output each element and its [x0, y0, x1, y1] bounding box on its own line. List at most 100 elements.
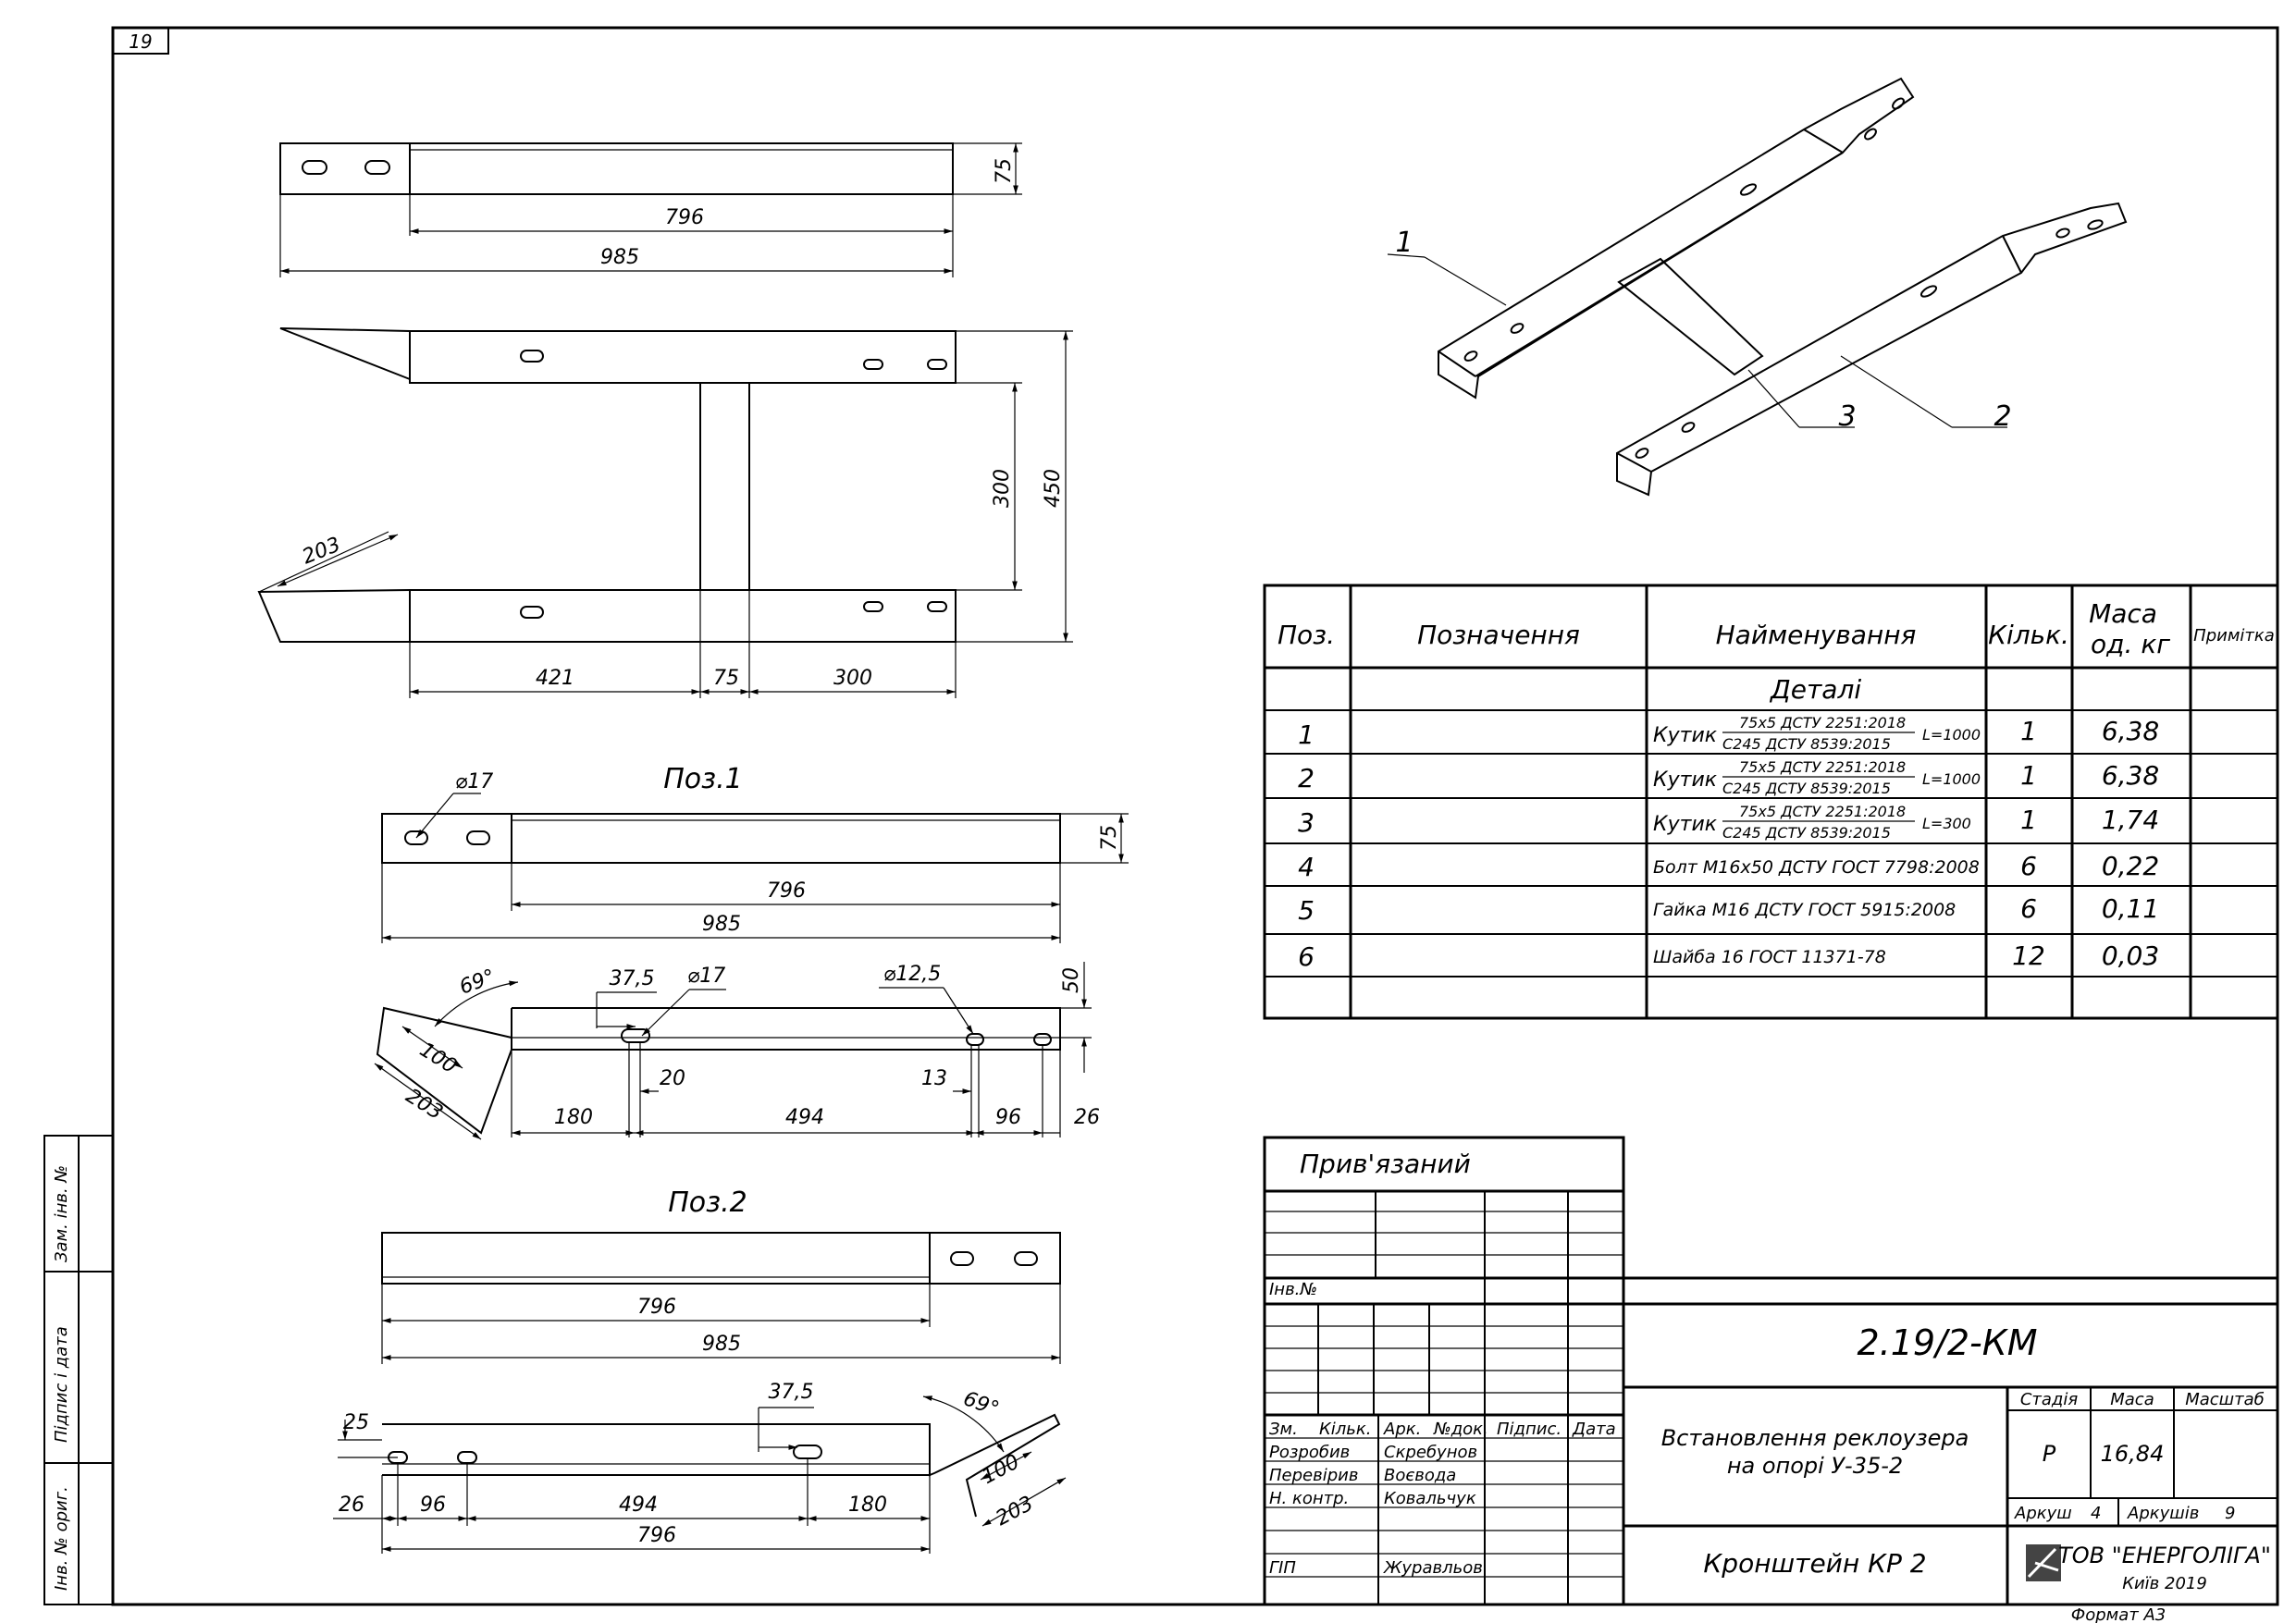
- spec-row-3-qty: 1: [2020, 805, 2037, 835]
- spec-row-3-pos: 3: [1298, 807, 1315, 838]
- sheet-number: 19: [129, 31, 152, 53]
- iso-label-3: 3: [1838, 400, 1856, 433]
- sheet-number-box: [112, 27, 169, 55]
- top-dim-985: 985: [600, 246, 639, 269]
- stamp-inv: Інв.№: [1269, 1280, 1317, 1299]
- spec-row-4-mass: 0,22: [2102, 851, 2159, 881]
- pos2-d37: 37,5: [769, 1381, 814, 1404]
- pos1-d17b: ⌀17: [687, 965, 725, 988]
- pos1-d20: 20: [660, 1067, 685, 1090]
- pos1-d100: 100: [415, 1039, 461, 1078]
- pos2-angle: 69°: [960, 1387, 1002, 1421]
- title-block: Прив'язаний Інв.№ Зм.: [1263, 1136, 2279, 1623]
- pos2-d25: 25: [343, 1411, 369, 1434]
- stamp-col-pidpys: Підпис.: [1497, 1420, 1562, 1439]
- spec-row-1-pos: 1: [1298, 719, 1315, 750]
- spec-row-5-pos: 5: [1298, 895, 1315, 926]
- stamp-role-1: Розробив: [1269, 1443, 1350, 1462]
- stamp-sheet: 4: [2091, 1504, 2101, 1523]
- spec-row-4-pos: 4: [1298, 852, 1315, 882]
- plan-dim-421: 421: [536, 667, 574, 690]
- pos1-d203: 203: [401, 1085, 447, 1125]
- spec-row-5-qty: 6: [2020, 893, 2037, 924]
- stamp-col-data: Дата: [1572, 1420, 1616, 1439]
- top-dim-796: 796: [665, 206, 704, 229]
- stamp-format: Формат А3: [2071, 1605, 2166, 1623]
- pos2-d985: 985: [702, 1333, 741, 1356]
- plan-dim-300: 300: [991, 469, 1014, 508]
- spec-row-2-len: L=1000: [1922, 770, 1981, 788]
- spec-row-5-mass: 0,11: [2102, 893, 2159, 924]
- company-logo-icon: [2026, 1544, 2061, 1581]
- stamp-scale-label: Масштаб: [2185, 1390, 2265, 1409]
- pos1-d494: 494: [785, 1106, 824, 1129]
- spec-header-note: Примітка: [2193, 626, 2275, 646]
- stamp-role-2: Перевірив: [1269, 1466, 1358, 1485]
- stamp-name-2: Воєвода: [1384, 1466, 1456, 1485]
- iso-label-1: 1: [1395, 227, 1413, 259]
- spec-row-2-bottom: С245 ДСТУ 8539:2015: [1722, 780, 1891, 797]
- side-stamp: Зам. інв. № Підпис і дата Інв. № ориг.: [43, 1135, 114, 1605]
- plan-dim-450: 450: [1042, 469, 1065, 508]
- spec-row-2-pos: 2: [1298, 763, 1315, 793]
- spec-row-6-qty: 12: [2012, 941, 2045, 971]
- spec-row-3-len: L=300: [1922, 815, 1971, 832]
- stamp-role-4: ГІП: [1269, 1558, 1296, 1578]
- spec-row-6-pos: 6: [1298, 941, 1315, 972]
- pos1-d180: 180: [554, 1106, 593, 1129]
- spec-header-pos: Поз.: [1278, 620, 1335, 650]
- stamp-col-kilk: Кільк.: [1319, 1420, 1372, 1439]
- spec-header-name: Найменування: [1716, 620, 1917, 650]
- spec-row-1-name: Кутик: [1653, 724, 1718, 747]
- pos1-angle: 69°: [457, 965, 499, 1000]
- stamp-col-ndok: №док.: [1433, 1420, 1488, 1439]
- spec-row-1-top: 75x5 ДСТУ 2251:2018: [1739, 714, 1906, 732]
- spec-header-qty: Кільк.: [1988, 620, 2069, 650]
- stamp-name-3: Ковальчук: [1384, 1489, 1476, 1508]
- spec-row-5-name: Гайка М16 ДСТУ ГОСТ 5915:2008: [1653, 900, 1956, 920]
- stamp-title-1: Встановлення реклоузера: [1661, 1425, 1969, 1451]
- pos1-d13: 13: [921, 1067, 947, 1090]
- pos2-d180: 180: [848, 1494, 887, 1517]
- spec-row-1-bottom: С245 ДСТУ 8539:2015: [1722, 735, 1891, 753]
- side-label-c: Інв. № ориг.: [52, 1486, 71, 1591]
- pos1-title: Поз.1: [663, 763, 743, 795]
- spec-row-2-qty: 1: [2020, 760, 2037, 791]
- side-label-a: Зам. інв. №: [52, 1165, 71, 1262]
- plan-dim-203: 203: [299, 534, 343, 570]
- spec-section: Деталі: [1769, 674, 1861, 705]
- pos2-d796: 796: [637, 1296, 676, 1319]
- stamp-sheets-label: Аркушів: [2127, 1504, 2199, 1523]
- spec-row-3-mass: 1,74: [2102, 805, 2159, 835]
- pos1-d75: 75: [1098, 825, 1121, 851]
- stamp-part: Кронштейн КР 2: [1703, 1548, 1926, 1579]
- spec-row-2-name: Кутик: [1653, 768, 1718, 792]
- pos2-d26: 26: [339, 1494, 364, 1517]
- pos1-d50: 50: [1060, 967, 1083, 993]
- spec-row-3-name: Кутик: [1653, 813, 1718, 836]
- spec-row-1-qty: 1: [2020, 716, 2037, 746]
- spec-row-4-qty: 6: [2020, 851, 2037, 881]
- plan-dim-75: 75: [713, 667, 739, 690]
- stamp-stage: Р: [2043, 1441, 2056, 1467]
- plan-view: 300 450 203 421 75 300: [257, 327, 1073, 698]
- stamp-col-ark: Арк.: [1383, 1420, 1421, 1439]
- stamp-city: Київ 2019: [2122, 1574, 2207, 1593]
- spec-header-mass2: од. кг: [2091, 629, 2170, 659]
- stamp-name-4: Журавльов: [1383, 1558, 1483, 1578]
- stamp-name-1: Скребунов: [1384, 1443, 1477, 1462]
- top-dim-75: 75: [993, 158, 1016, 184]
- pos1-d96: 96: [995, 1106, 1021, 1129]
- isometric-view: 1 3 2: [1387, 77, 2128, 497]
- spec-row-6-name: Шайба 16 ГОСТ 11371-78: [1653, 947, 1886, 967]
- spec-row-1-len: L=1000: [1922, 726, 1981, 744]
- pos2-d494: 494: [619, 1494, 658, 1517]
- pos1-d17: ⌀17: [455, 770, 493, 793]
- stamp-mass: 16,84: [2101, 1441, 2165, 1467]
- pos2-views: Поз.2 796 985 37,5 69° 25 100 203: [333, 1187, 1067, 1554]
- pos2-d96: 96: [420, 1494, 446, 1517]
- stamp-company: ТОВ "ЕНЕРГОЛІГА": [2058, 1543, 2271, 1568]
- spec-row-3-bottom: С245 ДСТУ 8539:2015: [1722, 824, 1891, 842]
- stamp-tied: Прив'язаний: [1300, 1149, 1471, 1179]
